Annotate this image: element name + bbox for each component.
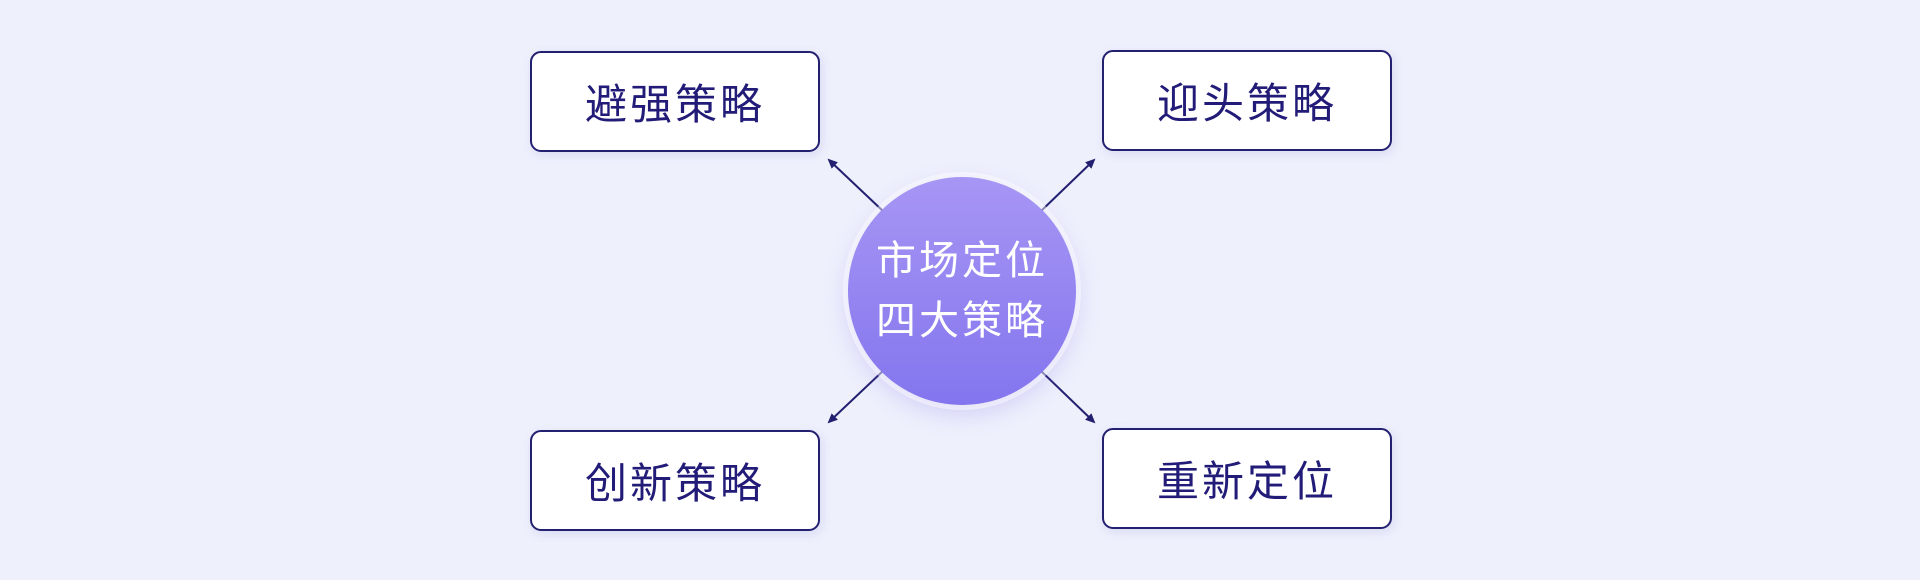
- node-top-right[interactable]: 迎头策略: [1102, 50, 1392, 151]
- arrow-center-to-bottom-right: [1039, 369, 1096, 424]
- node-top-right-label: 迎头策略: [1156, 80, 1337, 127]
- center-topic-circle[interactable]: 市场定位 四大策略: [848, 177, 1076, 405]
- node-top-left[interactable]: 避强策略: [530, 51, 820, 152]
- center-topic-line2: 四大策略: [876, 299, 1048, 343]
- arrow-center-to-top-right: [1039, 158, 1096, 213]
- center-topic-line1: 市场定位: [876, 239, 1048, 283]
- arrow-center-to-top-left: [827, 158, 885, 213]
- node-bottom-right-label: 重新定位: [1156, 458, 1337, 505]
- arrow-center-to-bottom-left: [827, 369, 885, 424]
- node-top-left-label: 避强策略: [584, 81, 765, 128]
- node-bottom-right[interactable]: 重新定位: [1102, 428, 1392, 529]
- node-bottom-left-label: 创新策略: [584, 460, 765, 507]
- node-bottom-left[interactable]: 创新策略: [530, 430, 820, 531]
